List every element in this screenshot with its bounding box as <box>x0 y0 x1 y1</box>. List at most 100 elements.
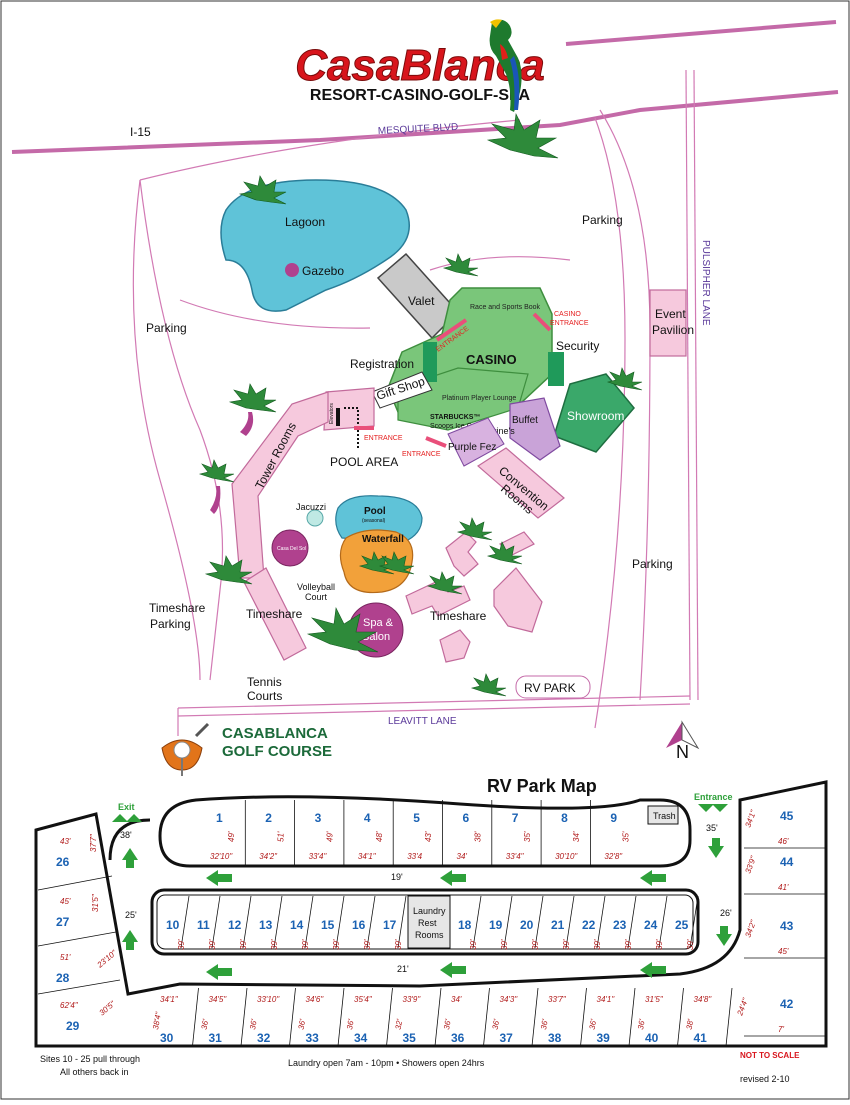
rv-site-26-width: 43' <box>60 837 71 846</box>
rv-site-27-number: 27 <box>56 915 70 929</box>
site-divider <box>658 895 668 949</box>
rv-site-22-number: 22 <box>582 918 596 932</box>
rv-site-43-width: 45' <box>778 947 789 956</box>
casino-entrance-label-1: CASINO <box>554 311 581 318</box>
parking-left-label: Parking <box>146 321 187 335</box>
rv-site-17-length: 39' <box>394 939 403 950</box>
rv-site-41-width: 34'8" <box>694 995 713 1004</box>
rv-site-2-number: 2 <box>265 811 272 825</box>
jacuzzi <box>306 509 324 527</box>
rv-site-43-number: 43 <box>780 919 794 933</box>
rv-site-12-length: 39' <box>239 939 248 950</box>
rv-site-33-number: 33 <box>306 1031 320 1045</box>
rv-site-10-length: 39' <box>177 939 186 950</box>
rv-site-38-number: 38 <box>548 1031 562 1045</box>
volleyball-label-2: Court <box>305 592 328 602</box>
north-label: N <box>676 742 689 762</box>
site-divider <box>531 987 539 1047</box>
site-divider <box>628 987 636 1047</box>
rv-site-44-width: 41' <box>778 883 789 892</box>
pool <box>335 495 423 543</box>
rv-site-9-number: 9 <box>610 811 617 825</box>
rv-site-25-length: 39' <box>686 939 695 950</box>
rv-site-34-width: 35'4" <box>354 995 373 1004</box>
rv-site-16-number: 16 <box>352 918 366 932</box>
rv-site-41-length: 38' <box>685 1018 696 1030</box>
rv-site-16-length: 39' <box>363 939 372 950</box>
rv-site-28-length: 23'10" <box>95 948 119 971</box>
note-2: All others back in <box>60 1067 129 1077</box>
rv-site-27-length: 31'5" <box>91 893 100 912</box>
not-to-scale: NOT TO SCALE <box>740 1051 800 1060</box>
site-divider <box>335 895 345 949</box>
rv-top-row: 149'32'10"251'34'2"349'33'4"448'34'1"543… <box>210 800 630 866</box>
rv-boundary <box>34 780 828 1048</box>
rv-site-5-width: 33'4 <box>407 852 422 861</box>
rv-site-1-width: 32'10" <box>210 852 233 861</box>
palm-tree-icons <box>198 112 643 697</box>
rv-site-18-length: 39' <box>469 939 478 950</box>
rv-site-23-length: 39' <box>624 939 633 950</box>
timeshare-parking-label-1: Timeshare <box>149 601 206 615</box>
rv-site-11-length: 39' <box>208 939 217 950</box>
purple-fez-entrance-label: ENTRANCE <box>402 451 441 458</box>
trash-label: Trash <box>653 811 676 821</box>
rv-site-8-length: 34' <box>572 831 581 842</box>
golf-label-1: CASABLANCA <box>222 725 328 742</box>
site-divider <box>180 895 190 949</box>
site-divider <box>677 987 684 1047</box>
rv-site-1-length: 49' <box>227 831 236 842</box>
tower-rooms <box>231 391 329 579</box>
rv-site-4-number: 4 <box>364 811 371 825</box>
north-arrow-icon <box>666 720 700 750</box>
site-divider <box>397 895 407 949</box>
rv-site-36-length: 36' <box>442 1018 453 1030</box>
rv-site-9-length: 35' <box>621 831 630 842</box>
rv-site-39-width: 34'1" <box>597 995 616 1004</box>
rv-site-33-width: 34'6" <box>306 995 325 1004</box>
lane-width-3: 35' <box>706 823 718 833</box>
rv-site-45-width: 46' <box>778 837 789 846</box>
rv-site-37-length: 36' <box>491 1018 502 1030</box>
lane-width-4: 26' <box>720 908 732 918</box>
rv-site-42-number: 42 <box>780 997 794 1011</box>
rv-site-33-length: 36' <box>297 1018 308 1030</box>
laundry-label-3: Rooms <box>415 930 444 940</box>
registration-label: Registration <box>350 357 414 371</box>
site-divider <box>337 987 345 1047</box>
pool-area-label: POOL AREA <box>330 455 398 469</box>
parrot-icon <box>489 19 522 112</box>
convention-rooms <box>477 447 565 519</box>
site-divider <box>386 987 393 1047</box>
rv-site-44-number: 44 <box>780 855 794 869</box>
rv-title: RV Park Map <box>487 776 597 796</box>
site-divider <box>289 987 296 1047</box>
rv-top-island <box>158 795 692 868</box>
rv-site-23-number: 23 <box>613 918 627 932</box>
rv-site-20-length: 39' <box>531 939 540 950</box>
trash-area <box>647 805 679 825</box>
rv-site-2-width: 34'2" <box>259 852 278 861</box>
elevators-label: Elevators <box>329 403 335 424</box>
rv-site-42-length: 24'4" <box>735 996 750 1018</box>
laundry-label-2: Rest <box>418 918 437 928</box>
note-1: Sites 10 - 25 pull through <box>40 1054 140 1064</box>
rv-site-13-length: 39' <box>270 939 279 950</box>
rv-site-14-length: 39' <box>301 939 310 950</box>
rv-site-34-number: 34 <box>354 1031 368 1045</box>
rv-site-44-length: 33'9" <box>743 854 758 875</box>
rv-site-30-width: 34'1" <box>160 995 179 1004</box>
rv-left-column: 43'2637'7"45'2731'5"51'2823'10"62'4"2930… <box>37 833 121 1033</box>
tennis-label-2: Courts <box>247 689 282 703</box>
road-label-leavitt: LEAVITT LANE <box>388 716 457 727</box>
rv-site-17-number: 17 <box>383 918 397 932</box>
entrance-arrows-icon <box>698 804 728 812</box>
rv-site-37-number: 37 <box>500 1031 514 1045</box>
site-divider <box>503 895 513 949</box>
showroom-building <box>553 373 635 453</box>
rv-park-marker <box>515 675 591 699</box>
pool-entrance-label: ENTRANCE <box>364 435 403 442</box>
event-label-2: Pavilion <box>652 323 694 337</box>
rv-site-30-length: 38'4" <box>151 1010 163 1030</box>
rv-site-5-length: 43' <box>424 831 433 842</box>
